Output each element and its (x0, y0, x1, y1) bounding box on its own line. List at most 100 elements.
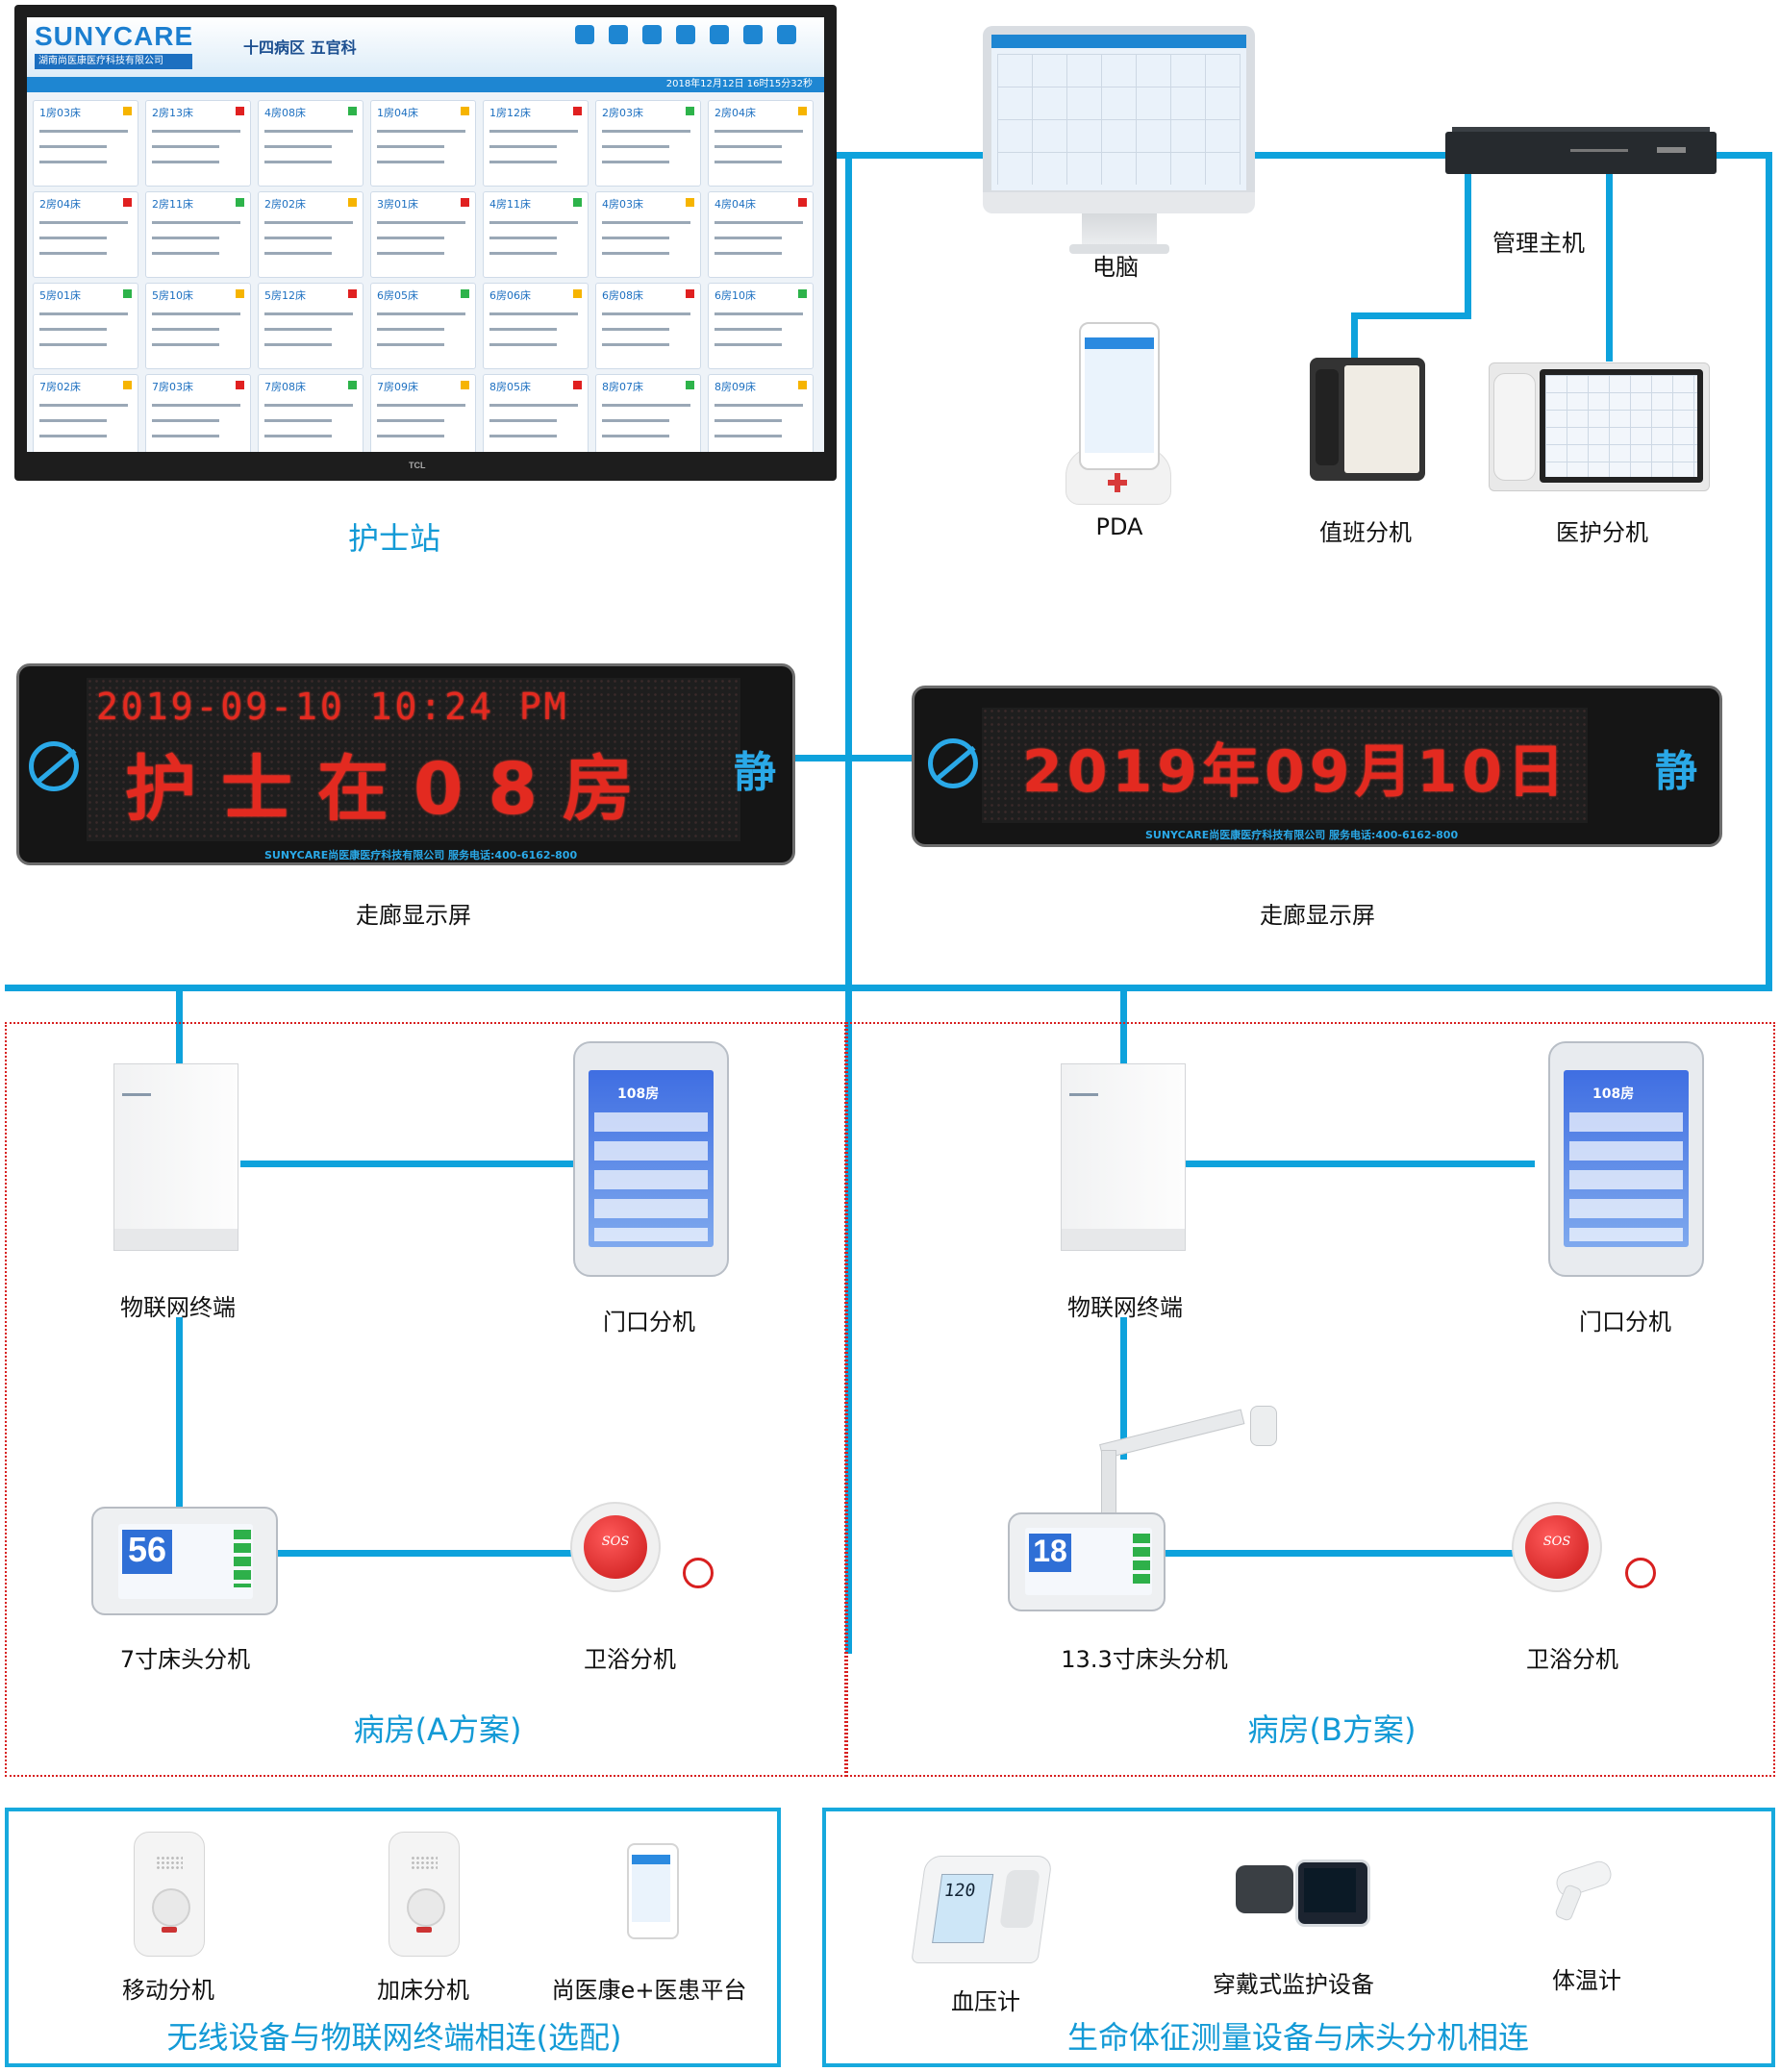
bed-card-line (489, 419, 557, 422)
toolbar-icon[interactable] (676, 25, 695, 44)
led-line-date: 2019年09月10日 (1022, 738, 1569, 806)
bed-card-line (602, 343, 669, 346)
door-unit-a[interactable]: 108房 (573, 1041, 729, 1277)
bed-card-line (152, 145, 219, 148)
bed-card-title: 7房03床 (152, 381, 193, 393)
wire-led-right (848, 755, 914, 761)
bed-card[interactable]: 8房05床 (483, 374, 589, 452)
toolbar-icon[interactable] (575, 25, 594, 44)
bedside-label-a: 7寸床头分机 (119, 1646, 251, 1673)
bed-card-line (152, 419, 219, 422)
monitor-brand: TCL (409, 461, 426, 470)
company-name: 湖南尚医康医疗科技有限公司 (35, 54, 192, 69)
bed-card[interactable]: 3房01床 (370, 191, 476, 278)
bed-card[interactable]: 4房08床 (258, 100, 364, 187)
bedside-unit-a[interactable]: 56 (91, 1507, 278, 1615)
quiet-sign: 静 (1655, 747, 1697, 796)
duty-phone[interactable] (1310, 358, 1425, 481)
bed-card[interactable]: 1房12床 (483, 100, 589, 187)
bath-label-a: 卫浴分机 (584, 1646, 676, 1673)
bed-card[interactable]: 4房04床 (708, 191, 814, 278)
bed-card-title: 8房09床 (715, 381, 756, 393)
led-matrix (982, 708, 1588, 823)
bed-card[interactable]: 2房04床 (33, 191, 138, 278)
toolbar-icon[interactable] (743, 25, 763, 44)
duty-phone-label: 值班分机 (1319, 519, 1412, 546)
pda-device[interactable] (1079, 322, 1160, 470)
bed-card[interactable]: 4房11床 (483, 191, 589, 278)
bed-card[interactable]: 8房09床 (708, 374, 814, 452)
app-phone[interactable] (627, 1843, 679, 1939)
toolbar-icon[interactable] (710, 25, 729, 44)
sos-button-b[interactable]: SOS (1512, 1502, 1602, 1592)
bed-card-line (602, 419, 669, 422)
bed-card[interactable]: 2房13床 (145, 100, 251, 187)
bed-card[interactable]: 2房11床 (145, 191, 251, 278)
bed-card-line (264, 343, 332, 346)
pull-cord-ring[interactable] (1625, 1558, 1656, 1588)
bed-card[interactable]: 5房01床 (33, 283, 138, 369)
pda-cross-icon (1108, 473, 1127, 492)
bed-card-line (39, 312, 128, 315)
wire-a-bed-bath (277, 1550, 573, 1557)
bed-status-dot (461, 198, 469, 207)
sos-button-a[interactable]: SOS (570, 1502, 661, 1592)
bed-card[interactable]: 4房03床 (595, 191, 701, 278)
bed-card[interactable]: 7房09床 (370, 374, 476, 452)
computer-label: 电脑 (1092, 254, 1139, 281)
bed-card-line (152, 237, 219, 239)
ward-a-zone (5, 1022, 846, 1777)
bed-status-dot (798, 381, 807, 389)
bed-status-dot (123, 198, 132, 207)
vital-signs-box (822, 1808, 1775, 2067)
bed-card-line (715, 161, 782, 163)
bed-card[interactable]: 5房12床 (258, 283, 364, 369)
bed-card[interactable]: 1房03床 (33, 100, 138, 187)
bed-status-dot (573, 198, 582, 207)
bed-card[interactable]: 2房02床 (258, 191, 364, 278)
bed-card[interactable]: 7房02床 (33, 374, 138, 452)
bed-card[interactable]: 1房04床 (370, 100, 476, 187)
sos-text: SOS (601, 1535, 630, 1549)
wearable-monitor[interactable] (1236, 1856, 1370, 1933)
bed-card[interactable]: 2房03床 (595, 100, 701, 187)
toolbar-icon[interactable] (642, 25, 662, 44)
bed-card-line (489, 435, 557, 437)
bed-card[interactable]: 6房06床 (483, 283, 589, 369)
toolbar-icon[interactable] (609, 25, 628, 44)
pull-cord-ring[interactable] (683, 1558, 714, 1588)
bed-card[interactable]: 7房03床 (145, 374, 251, 452)
bedside-label-b: 13.3寸床头分机 (1061, 1646, 1228, 1673)
bed-card[interactable]: 7房08床 (258, 374, 364, 452)
no-smoking-icon (29, 741, 79, 791)
bed-card-line (602, 404, 690, 407)
bed-status-dot (686, 289, 694, 298)
no-smoking-icon (928, 738, 978, 788)
bed-card[interactable]: 6房08床 (595, 283, 701, 369)
bed-card[interactable]: 6房05床 (370, 283, 476, 369)
bed-card[interactable]: 6房10床 (708, 283, 814, 369)
bed-card-title: 7房08床 (264, 381, 306, 393)
blood-pressure-monitor[interactable]: 120 (911, 1856, 1053, 1963)
bp-reading: 120 (942, 1881, 977, 1901)
bedside-unit-b[interactable]: 18 (1008, 1512, 1166, 1611)
bed-card[interactable]: 2房04床 (708, 100, 814, 187)
bed-card-title: 1房03床 (39, 107, 81, 119)
bed-status-dot (123, 381, 132, 389)
bed-card-line (602, 435, 669, 437)
bed-card-title: 2房04床 (39, 198, 81, 211)
door-unit-b[interactable]: 108房 (1548, 1041, 1704, 1277)
bedside-bed-number: 56 (122, 1530, 172, 1574)
bed-card-line (489, 145, 557, 148)
mobile-unit[interactable] (134, 1832, 205, 1957)
bed-card-line (152, 221, 240, 224)
screen-datetime: 2018年12月12日 16时15分32秒 (665, 79, 813, 89)
nurse-phone[interactable] (1489, 362, 1710, 491)
extra-bed-unit[interactable] (389, 1832, 460, 1957)
thermometer[interactable] (1546, 1858, 1615, 1923)
bed-card[interactable]: 5房10床 (145, 283, 251, 369)
bed-card-line (39, 343, 107, 346)
bed-card-line (602, 312, 690, 315)
toolbar-icon[interactable] (777, 25, 796, 44)
bed-card[interactable]: 8房07床 (595, 374, 701, 452)
